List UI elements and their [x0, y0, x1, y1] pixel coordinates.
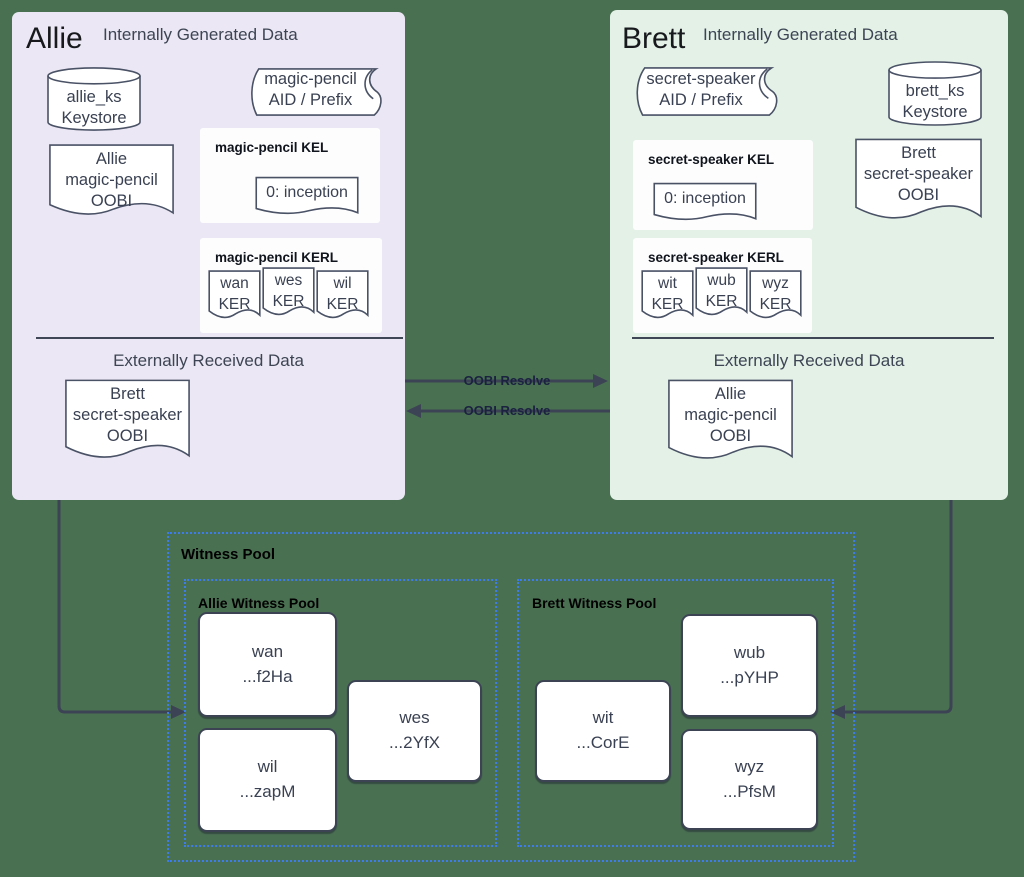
allie-ker-doc-wes: wes KER — [261, 266, 316, 322]
document-icon — [694, 266, 749, 322]
allie-ker-wes-label: wes KER — [272, 272, 305, 310]
allie-ker-doc-wil: wil KER — [315, 269, 370, 325]
allie-external-header: Externally Received Data — [113, 351, 304, 370]
allie-title: Allie — [26, 22, 83, 55]
document-icon — [852, 136, 985, 228]
allie-ker-wil-label: wil KER — [326, 275, 359, 313]
document-icon — [315, 269, 370, 325]
document-icon — [62, 377, 193, 467]
brett-internal-header: Internally Generated Data — [703, 25, 898, 44]
brett-ker-doc-wub: wub KER — [694, 266, 749, 322]
allie-ker-doc-wan: wan KER — [207, 269, 262, 325]
brett-inception-label: 0: inception — [664, 190, 746, 207]
brett-witness-pool-label: Brett Witness Pool — [532, 595, 657, 611]
witness-wan-box: wan ...f2Ha — [198, 612, 337, 717]
allie-inception-label: 0: inception — [266, 184, 348, 201]
allie-keystore-label: allie_ks Keystore — [61, 88, 127, 128]
brett-received-oobi-doc: Allie magic-pencil OOBI — [665, 377, 796, 468]
arrowhead-right-icon — [593, 374, 608, 388]
allie-section-divider — [36, 337, 403, 339]
witness-wub-box: wub ...pYHP — [681, 614, 818, 717]
witness-wil-box: wil ...zapM — [198, 728, 337, 832]
allie-witness-pool-label: Allie Witness Pool — [198, 595, 320, 611]
allie-keystore-cylinder: allie_ks Keystore — [44, 66, 144, 132]
document-icon — [651, 182, 759, 224]
oobi-resolve-label-bottom: OOBI Resolve — [463, 403, 551, 418]
allie-oobi-label: Allie magic-pencil OOBI — [65, 150, 158, 211]
allie-received-oobi-doc: Brett secret-speaker OOBI — [62, 377, 193, 467]
allie-oobi-doc: Allie magic-pencil OOBI — [46, 142, 177, 223]
allie-inception-doc: 0: inception — [253, 176, 361, 218]
allie-kerl-label: magic-pencil KERL — [215, 250, 339, 265]
document-icon — [253, 176, 361, 218]
tape-icon — [247, 66, 384, 118]
document-icon — [46, 142, 177, 223]
allie-ker-wan-label: wan KER — [218, 275, 251, 313]
brett-witness-pool-border — [517, 579, 834, 847]
brett-aid-prefix-tape: secret-speaker AID / Prefix — [632, 65, 780, 118]
document-icon — [207, 269, 262, 325]
allie-to-pool-line — [57, 500, 173, 714]
oobi-resolve-label-top: OOBI Resolve — [463, 373, 551, 388]
brett-oobi-label: Brett secret-speaker OOBI — [863, 144, 974, 205]
brett-ker-doc-wit: wit KER — [640, 269, 695, 325]
witness-wyz-box: wyz ...PfsM — [681, 729, 818, 830]
allie-aid-prefix-label: magic-pencil AID / Prefix — [264, 70, 357, 110]
brett-keystore-label: brett_ks Keystore — [902, 82, 968, 122]
brett-kel-label: secret-speaker KEL — [648, 152, 775, 167]
brett-ker-wyz-label: wyz KER — [759, 275, 792, 313]
brett-ker-wub-label: wub KER — [705, 272, 738, 310]
brett-ker-doc-wyz: wyz KER — [748, 269, 803, 325]
allie-internal-header: Internally Generated Data — [103, 25, 298, 44]
allie-received-oobi-label: Brett secret-speaker OOBI — [72, 385, 183, 446]
allie-witness-pool-border — [184, 579, 497, 847]
document-icon — [665, 377, 796, 468]
witness-pool-label: Witness Pool — [181, 546, 276, 563]
brett-keystore-cylinder: brett_ks Keystore — [885, 60, 985, 127]
cylinder-icon — [885, 60, 985, 127]
brett-kerl-label: secret-speaker KERL — [648, 250, 784, 265]
witness-wit-box: wit ...CorE — [535, 680, 671, 782]
brett-aid-prefix-label: secret-speaker AID / Prefix — [646, 69, 756, 109]
witness-pool-border — [167, 532, 855, 862]
tape-icon — [632, 65, 780, 118]
brett-received-oobi-label: Allie magic-pencil OOBI — [684, 385, 777, 446]
document-icon — [261, 266, 316, 322]
document-icon — [640, 269, 695, 325]
cylinder-icon — [44, 66, 144, 132]
brett-ker-wit-label: wit KER — [651, 275, 684, 313]
brett-external-header: Externally Received Data — [713, 351, 905, 370]
document-icon — [748, 269, 803, 325]
allie-kel-label: magic-pencil KEL — [215, 140, 329, 155]
brett-section-divider — [632, 337, 994, 339]
brett-to-pool-line — [843, 500, 953, 714]
allie-aid-prefix-tape: magic-pencil AID / Prefix — [247, 66, 384, 118]
brett-oobi-doc: Brett secret-speaker OOBI — [852, 136, 985, 228]
brett-title: Brett — [622, 22, 686, 55]
witness-wes-box: wes ...2YfX — [347, 680, 482, 782]
brett-inception-doc: 0: inception — [651, 182, 759, 224]
arrowhead-left-icon — [406, 404, 421, 418]
